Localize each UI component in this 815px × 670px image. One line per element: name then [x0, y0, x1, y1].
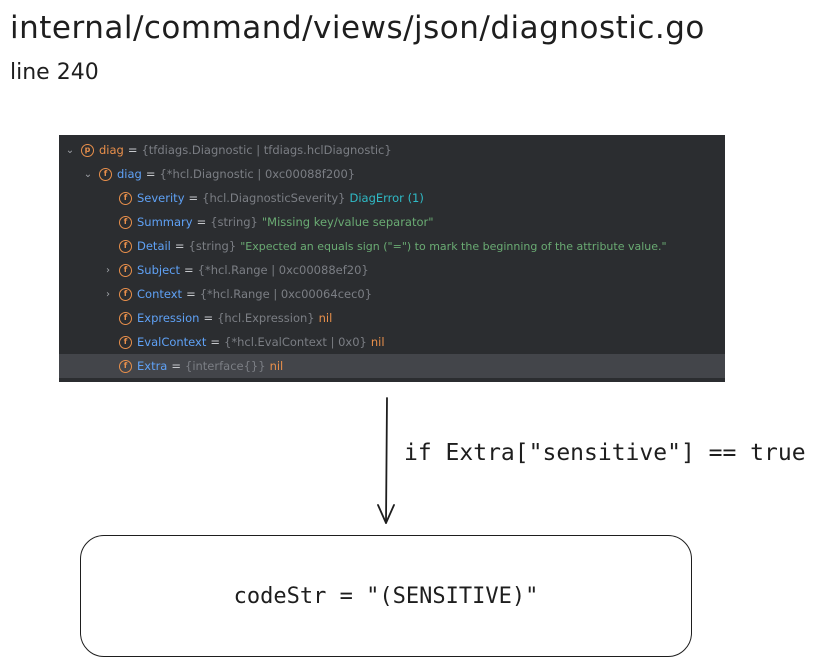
variable-name: Expression [137, 311, 200, 325]
field-badge-icon: f [119, 359, 132, 373]
variable-name: Detail [137, 239, 171, 253]
result-box: codeStr = "(SENSITIVE)" [80, 535, 692, 657]
variable-name: Context [137, 287, 183, 301]
variable-row-evalcontext[interactable]: f EvalContext = {*hcl.EvalContext | 0x0}… [59, 330, 725, 354]
variable-name: Subject [137, 263, 180, 277]
variable-name: Extra [137, 359, 168, 373]
field-badge-icon: f [119, 215, 132, 229]
chevron-down-icon[interactable]: ⌄ [83, 168, 93, 180]
equals-sign: = [171, 359, 181, 373]
variable-row-severity[interactable]: f Severity = {hcl.DiagnosticSeverity} Di… [59, 186, 725, 210]
variable-value: "Expected an equals sign ("=") to mark t… [240, 239, 667, 253]
variable-type: {*hcl.EvalContext | 0x0} [224, 335, 367, 349]
variable-value: DiagError (1) [349, 191, 424, 205]
equals-sign: = [186, 287, 196, 301]
variable-name: diag [99, 143, 124, 157]
field-badge-icon: f [99, 167, 112, 181]
variable-name: diag [117, 167, 142, 181]
variable-row-detail[interactable]: f Detail = {string} "Expected an equals … [59, 234, 725, 258]
field-badge-icon: f [119, 263, 132, 277]
debugger-variables-panel: ⌄ p diag = {tfdiags.Diagnostic | tfdiags… [59, 135, 725, 382]
variable-type: {tfdiags.Diagnostic | tfdiags.hclDiagnos… [141, 143, 392, 157]
variable-name: Summary [137, 215, 193, 229]
equals-sign: = [145, 167, 156, 181]
field-badge-icon: f [119, 287, 132, 301]
variable-name: EvalContext [137, 335, 207, 349]
variable-type: {interface{}} [185, 359, 266, 373]
equals-sign: = [210, 335, 221, 349]
field-badge-icon: f [119, 191, 132, 205]
variable-type: {string} [210, 215, 258, 229]
variable-type: {*hcl.Range | 0xc00064cec0} [199, 287, 373, 301]
variable-name: Severity [137, 191, 185, 205]
variable-type: {*hcl.Diagnostic | 0xc00088f200} [159, 167, 356, 181]
chevron-down-icon[interactable]: ⌄ [65, 144, 75, 156]
field-badge-icon: f [119, 311, 132, 325]
equals-sign: = [174, 239, 185, 253]
variable-type: {string} [188, 239, 237, 253]
equals-sign: = [127, 143, 138, 157]
variable-value: nil [370, 335, 385, 349]
chevron-right-icon[interactable]: › [106, 288, 110, 300]
equals-sign: = [196, 215, 207, 229]
variable-type: {hcl.DiagnosticSeverity} [202, 191, 346, 205]
line-number-label: line 240 [10, 60, 99, 85]
variable-value: nil [318, 311, 333, 325]
file-path-title: internal/command/views/json/diagnostic.g… [10, 10, 705, 46]
equals-sign: = [188, 191, 199, 205]
condition-label: if Extra["sensitive"] == true [404, 440, 806, 466]
variable-row-extra[interactable]: f Extra = {interface{}} nil [59, 354, 725, 378]
variable-row-expression[interactable]: f Expression = {hcl.Expression} nil [59, 306, 725, 330]
variable-type: {hcl.Expression} [217, 311, 315, 325]
field-badge-icon: f [119, 239, 132, 253]
variable-row-context[interactable]: › f Context = {*hcl.Range | 0xc00064cec0… [59, 282, 725, 306]
variable-row-summary[interactable]: f Summary = {string} "Missing key/value … [59, 210, 725, 234]
down-arrow-icon [377, 397, 395, 524]
parameter-badge-icon: p [81, 143, 94, 157]
equals-sign: = [184, 263, 194, 277]
variable-value: "Missing key/value separator" [261, 215, 434, 229]
variable-row-diag-root[interactable]: ⌄ p diag = {tfdiags.Diagnostic | tfdiags… [59, 138, 725, 162]
chevron-right-icon[interactable]: › [106, 264, 110, 276]
variable-row-subject[interactable]: › f Subject = {*hcl.Range | 0xc00088ef20… [59, 258, 725, 282]
equals-sign: = [203, 311, 214, 325]
variable-row-diag[interactable]: ⌄ f diag = {*hcl.Diagnostic | 0xc00088f2… [59, 162, 725, 186]
variable-value: nil [269, 359, 284, 373]
variable-type: {*hcl.Range | 0xc00088ef20} [197, 263, 369, 277]
field-badge-icon: f [119, 335, 132, 349]
result-code-text: codeStr = "(SENSITIVE)" [233, 583, 539, 609]
